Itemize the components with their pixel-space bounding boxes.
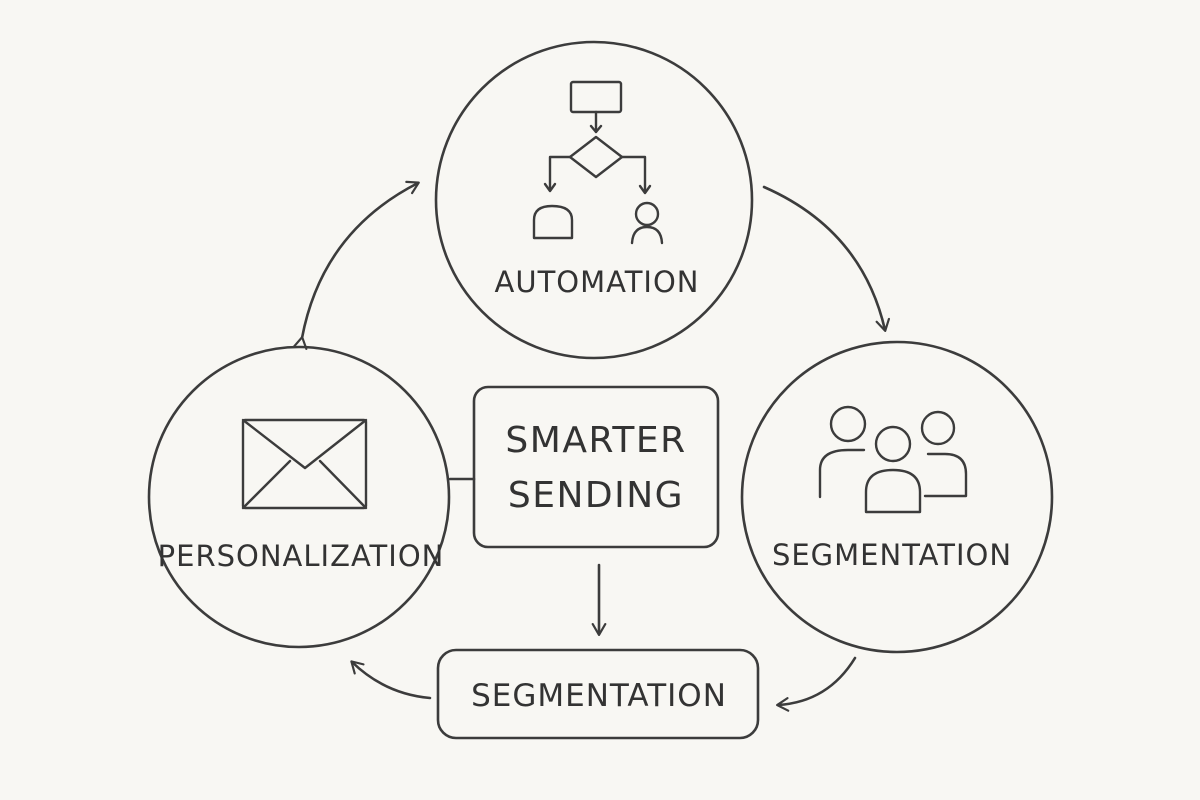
bottom-box-outline xyxy=(436,648,760,740)
node-personalization-circle xyxy=(147,345,451,649)
node-personalization-label: PERSONALIZATION xyxy=(158,539,445,573)
node-automation: AUTOMATION xyxy=(434,40,754,360)
node-personalization: PERSONALIZATION xyxy=(147,345,451,649)
node-automation-circle xyxy=(434,40,754,360)
envelope-icon xyxy=(241,418,368,510)
node-segmentation-circle xyxy=(740,340,1054,654)
flowchart-icon xyxy=(532,80,664,245)
people-group-icon xyxy=(818,405,968,514)
center-label-line2: SENDING xyxy=(508,475,684,516)
center-label-line1: SMARTER xyxy=(505,420,686,461)
arrow-personalization-automation xyxy=(292,180,420,350)
bottom-box-label: SEGMENTATION xyxy=(471,678,727,714)
node-automation-label: AUTOMATION xyxy=(495,265,700,299)
bottom-box: SEGMENTATION xyxy=(436,648,760,740)
arrow-automation-to-segmentation xyxy=(762,185,890,332)
center-box: SMARTER SENDING xyxy=(472,385,720,549)
node-segmentation-label: SEGMENTATION xyxy=(772,538,1012,572)
node-segmentation: SEGMENTATION xyxy=(740,340,1054,654)
arrow-bottom-to-personalization xyxy=(350,660,432,700)
center-box-outline xyxy=(472,385,720,549)
arrow-segmentation-to-bottom xyxy=(776,656,857,712)
